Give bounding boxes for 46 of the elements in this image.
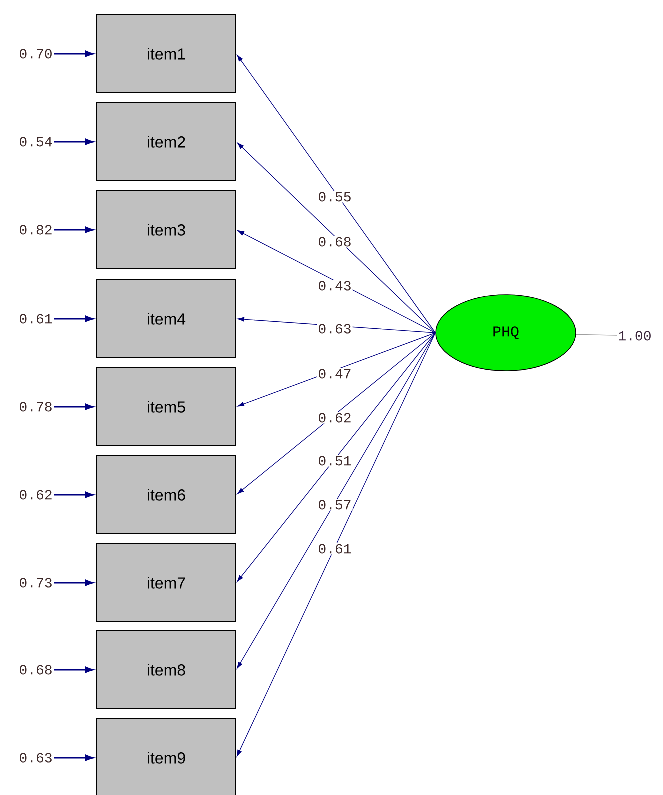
- loading-label: 0.57: [317, 499, 353, 511]
- error-variance-value: 0.62: [20, 490, 52, 500]
- error-arrow: [54, 492, 94, 498]
- path-arrow: [237, 332, 436, 494]
- loading-label: 0.62: [317, 412, 353, 424]
- error-arrow: [54, 138, 94, 146]
- loading-label: 0.47: [317, 368, 353, 380]
- loading-label: 0.51: [317, 455, 353, 467]
- indicator-box: item1: [96, 14, 236, 94]
- path-arrow: [237, 142, 436, 334]
- error-variance-value: 0.54: [20, 137, 52, 147]
- error-arrow: [54, 754, 94, 762]
- loading-label: 0.63: [317, 323, 353, 335]
- path-arrow: [236, 332, 436, 757]
- connector-line: [576, 334, 618, 336]
- loading-label: 0.68: [317, 236, 353, 248]
- path-arrow: [237, 55, 436, 334]
- path-arrow: [238, 332, 436, 407]
- path-arrow: [237, 332, 436, 669]
- error-variance-value: 0.68: [20, 665, 52, 675]
- indicator-box: item3: [96, 190, 236, 270]
- path-arrow: [237, 332, 436, 582]
- indicator-box: item8: [96, 630, 236, 710]
- error-variance-value: 0.78: [20, 402, 52, 412]
- error-arrow: [54, 580, 94, 586]
- indicator-box: item4: [96, 280, 236, 358]
- loading-label: 0.55: [317, 191, 353, 203]
- error-variance-value: 0.70: [20, 49, 52, 59]
- error-arrow: [54, 404, 94, 410]
- path-arrow: [238, 230, 436, 334]
- variance-value: 1.00: [619, 331, 651, 341]
- error-arrow: [54, 226, 94, 234]
- error-arrow: [54, 666, 94, 674]
- loading-label: 0.43: [317, 280, 353, 292]
- error-variance-value: 0.73: [20, 578, 52, 588]
- error-variance-value: 0.63: [20, 753, 52, 763]
- indicator-box: item5: [96, 368, 236, 446]
- loading-label: 0.61: [317, 543, 353, 555]
- error-arrow: [54, 50, 94, 58]
- indicator-box: item6: [96, 456, 236, 534]
- indicator-box: item7: [96, 544, 236, 622]
- error-variance-value: 0.61: [20, 314, 52, 324]
- indicator-box: item9: [96, 718, 236, 795]
- indicator-box: item2: [96, 102, 236, 182]
- error-variance-value: 0.82: [20, 225, 52, 235]
- error-arrow: [54, 316, 94, 322]
